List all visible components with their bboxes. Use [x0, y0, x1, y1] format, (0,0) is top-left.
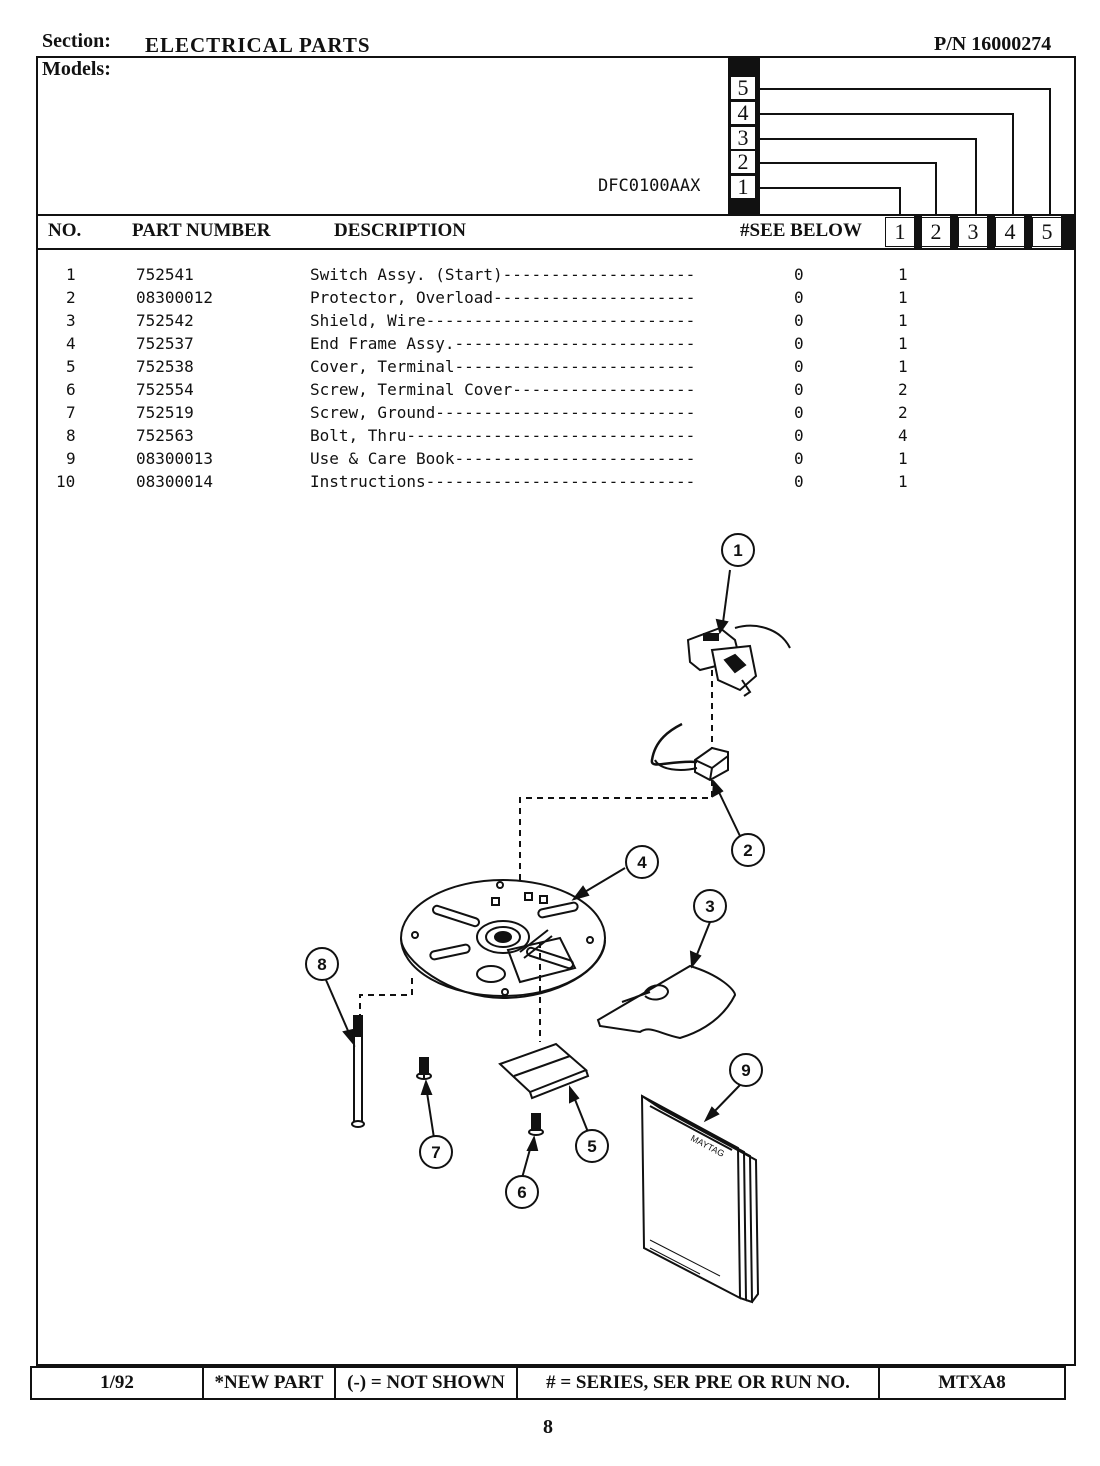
- series-box-1: 1: [730, 175, 756, 199]
- svg-text:5: 5: [587, 1137, 596, 1156]
- footer-not-shown: (-) = NOT SHOWN: [336, 1368, 518, 1398]
- col-series-2: 2: [921, 217, 951, 247]
- col-description: DESCRIPTION: [334, 220, 466, 241]
- wire-shield-drawing: [596, 921, 737, 1040]
- ground-screw-drawing: [416, 1057, 435, 1139]
- callout-6: 6: [505, 1175, 539, 1209]
- footer-series-note: # = SERIES, SER PRE OR RUN NO.: [518, 1368, 880, 1398]
- section-title: ELECTRICAL PARTS: [145, 33, 371, 57]
- switch-assembly-drawing: [686, 569, 791, 697]
- callout-2: 2: [731, 833, 765, 867]
- section-label: Section:: [42, 30, 111, 52]
- models-box: Models: DFC0100AAX: [36, 56, 1076, 216]
- col-series-5: 5: [1032, 217, 1062, 247]
- col-series-4: 4: [995, 217, 1025, 247]
- page-number: 8: [543, 1416, 553, 1438]
- footer-new-part: *NEW PART: [204, 1368, 336, 1398]
- series-connector-lines: [728, 58, 1076, 248]
- footer-date: 1/92: [32, 1368, 204, 1398]
- col-no: NO.: [48, 220, 82, 241]
- series-box-4: 4: [730, 101, 756, 125]
- terminal-screw-drawing: [521, 1113, 544, 1179]
- callout-9: 9: [729, 1053, 763, 1087]
- column-header-row: NO. PART NUMBER DESCRIPTION #SEE BELOW 1…: [36, 214, 1076, 250]
- col-part-number: PART NUMBER: [132, 220, 271, 241]
- exploded-parts-diagram: MAYTAG 1 2 3 4 5 6 7 8 9: [305, 533, 791, 1304]
- svg-text:9: 9: [741, 1061, 750, 1080]
- svg-text:6: 6: [517, 1183, 526, 1202]
- col-series-3: 3: [958, 217, 988, 247]
- use-care-book-drawing: [640, 1084, 760, 1304]
- models-label: Models:: [42, 58, 111, 80]
- svg-text:2: 2: [743, 841, 752, 860]
- footer-legend: 1/92 *NEW PART (-) = NOT SHOWN # = SERIE…: [30, 1366, 1066, 1400]
- series-box-3: 3: [730, 126, 756, 150]
- thru-bolt-drawing: [325, 979, 365, 1128]
- callout-3: 3: [693, 889, 727, 923]
- callout-1: 1: [721, 533, 755, 567]
- overload-protector-drawing: [650, 722, 741, 837]
- model-code: DFC0100AAX: [598, 176, 701, 196]
- callout-8: 8: [305, 947, 339, 981]
- series-box-2: 2: [730, 150, 756, 174]
- svg-text:1: 1: [733, 541, 742, 560]
- svg-text:8: 8: [317, 955, 326, 974]
- col-see-below: #SEE BELOW: [740, 220, 862, 241]
- callout-7: 7: [419, 1135, 453, 1169]
- footer-code: MTXA8: [938, 1372, 1006, 1393]
- callout-5: 5: [575, 1129, 609, 1163]
- series-box-5: 5: [730, 76, 756, 100]
- svg-text:4: 4: [637, 853, 647, 872]
- page-frame: [36, 56, 1076, 1366]
- terminal-cover-drawing: [498, 1042, 590, 1133]
- part-number-header: P/N 16000274: [934, 33, 1052, 55]
- end-frame-drawing: [400, 867, 626, 1000]
- svg-text:3: 3: [705, 897, 714, 916]
- svg-text:7: 7: [431, 1143, 440, 1162]
- callout-4: 4: [625, 845, 659, 879]
- col-series-1: 1: [885, 217, 915, 247]
